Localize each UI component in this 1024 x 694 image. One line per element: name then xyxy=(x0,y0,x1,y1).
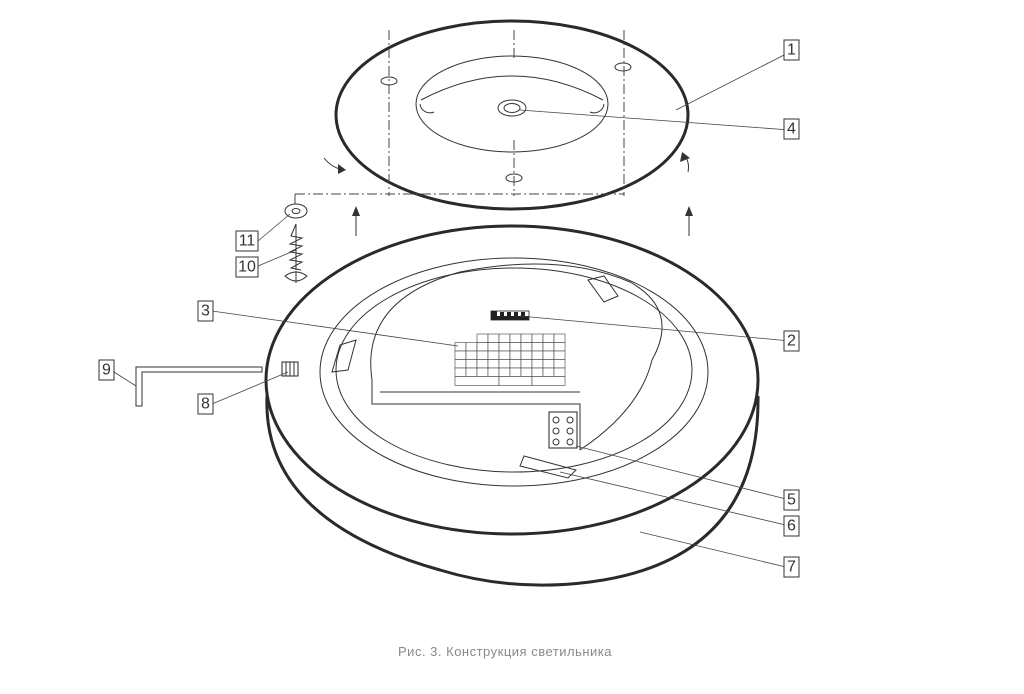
settings-table-cell xyxy=(509,350,522,360)
settings-table-cell xyxy=(498,359,511,369)
settings-table-cell xyxy=(465,367,478,377)
settings-table-cell xyxy=(531,333,544,343)
settings-table-cell xyxy=(454,342,467,352)
settings-table-cell xyxy=(498,333,511,343)
settings-table-cell xyxy=(487,333,500,343)
settings-table-cell xyxy=(531,350,544,360)
callout-8: 8 xyxy=(197,393,214,415)
settings-table-cell xyxy=(476,359,489,369)
callout-labels: 1 4 2 3 5 6 7 8 9 10 11 xyxy=(98,39,800,578)
settings-table-cell xyxy=(487,359,500,369)
settings-table-cell xyxy=(542,350,555,360)
settings-table-cell xyxy=(542,342,555,352)
settings-table-cell xyxy=(498,350,511,360)
settings-table-cell xyxy=(520,333,533,343)
callout-3: 3 xyxy=(197,300,214,322)
settings-table-cell xyxy=(531,342,544,352)
settings-table-cell xyxy=(454,367,467,377)
settings-table-cell xyxy=(476,367,489,377)
settings-table-cell xyxy=(487,367,500,377)
callout-11: 11 xyxy=(235,230,259,252)
svg-text:9: 9 xyxy=(102,362,111,379)
settings-table-cell xyxy=(509,359,522,369)
svg-text:4: 4 xyxy=(787,121,796,138)
assembly-arrows xyxy=(323,152,693,236)
svg-text:11: 11 xyxy=(239,233,256,250)
washer xyxy=(284,203,308,219)
screw xyxy=(284,223,308,283)
settings-table-cell xyxy=(531,359,544,369)
settings-table-cell xyxy=(553,359,566,369)
svg-text:5: 5 xyxy=(787,492,796,509)
settings-table-cell xyxy=(454,350,467,360)
svg-text:10: 10 xyxy=(238,259,256,276)
callout-5: 5 xyxy=(783,489,800,511)
settings-table-cell xyxy=(476,333,489,343)
settings-table-cell xyxy=(476,350,489,360)
mounting-plate xyxy=(294,19,690,211)
callout-6: 6 xyxy=(783,515,800,537)
svg-text:1: 1 xyxy=(787,42,796,59)
settings-table-cell xyxy=(487,350,500,360)
callout-10: 10 xyxy=(235,256,259,278)
settings-table-cell xyxy=(553,333,566,343)
terminal-block xyxy=(548,411,578,449)
settings-table-cell xyxy=(520,350,533,360)
settings-table-cell xyxy=(553,342,566,352)
settings-table-cell xyxy=(465,359,478,369)
settings-table-footer-cell xyxy=(498,376,533,386)
settings-table-cell xyxy=(520,359,533,369)
leader-lines xyxy=(113,51,791,569)
callout-2: 2 xyxy=(783,330,800,352)
settings-table-cell xyxy=(542,367,555,377)
callout-7: 7 xyxy=(783,556,800,578)
settings-table-cell xyxy=(465,350,478,360)
settings-table xyxy=(454,333,566,386)
svg-text:8: 8 xyxy=(201,396,210,413)
settings-table-cell xyxy=(553,350,566,360)
settings-table-cell xyxy=(509,333,522,343)
settings-table-cell xyxy=(509,342,522,352)
callout-4: 4 xyxy=(783,118,800,140)
settings-table-cell xyxy=(531,367,544,377)
hex-key xyxy=(135,366,263,407)
svg-text:6: 6 xyxy=(787,518,796,535)
settings-table-cell xyxy=(476,342,489,352)
svg-text:2: 2 xyxy=(787,333,796,350)
settings-table-cell xyxy=(498,342,511,352)
settings-table-cell xyxy=(542,359,555,369)
settings-table-footer-cell xyxy=(454,376,500,386)
svg-text:3: 3 xyxy=(201,303,210,320)
settings-table-cell xyxy=(465,342,478,352)
settings-table-cell xyxy=(542,333,555,343)
settings-table-cell xyxy=(509,367,522,377)
dip-switch xyxy=(490,310,530,321)
settings-table-cell xyxy=(520,342,533,352)
settings-table-cell xyxy=(520,367,533,377)
callout-1: 1 xyxy=(783,39,800,61)
callout-9: 9 xyxy=(98,359,115,381)
svg-text:7: 7 xyxy=(787,559,796,576)
settings-table-cell xyxy=(498,367,511,377)
settings-table-footer-cell xyxy=(531,376,566,386)
settings-table-cell xyxy=(487,342,500,352)
luminaire-body xyxy=(264,224,760,587)
settings-table-cell xyxy=(553,367,566,377)
figure-caption: Рис. 3. Конструкция светильника xyxy=(398,644,612,659)
settings-table-cell xyxy=(454,359,467,369)
